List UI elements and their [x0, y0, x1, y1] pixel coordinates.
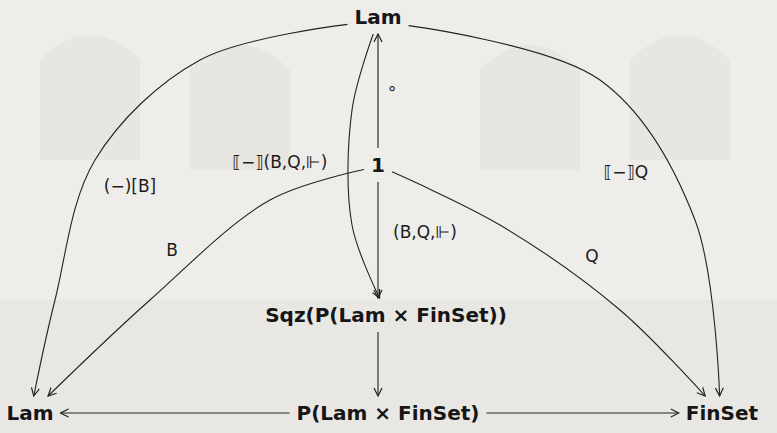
object-label: FinSet [686, 401, 758, 425]
morphism-arrow [48, 170, 364, 396]
morphism-label: B [166, 240, 178, 260]
hall-silhouette [0, 35, 777, 433]
category-object: P(Lam × FinSet) [292, 398, 485, 428]
morphism-arrow [487, 412, 679, 413]
morphism-arrow [409, 26, 720, 396]
object-label: Sqz(P(Lam × FinSet)) [265, 303, 507, 327]
object-label: Lam [6, 401, 53, 425]
morphism-arrow [377, 182, 378, 298]
morphism-label: ∘ [387, 78, 398, 98]
morphism-arrow [61, 412, 290, 413]
morphism-label: (−)[B] [104, 176, 156, 196]
category-object: FinSet [681, 398, 763, 428]
category-object: Lam [349, 2, 406, 32]
arch-window [40, 35, 140, 160]
arch-window [630, 35, 730, 160]
morphism-label: Q [585, 246, 598, 266]
morphism-label: ⟦−⟧Q [604, 162, 648, 182]
arch-window [190, 45, 290, 170]
morphism-label: (B,Q,⊩) [393, 222, 457, 242]
object-label: Lam [354, 5, 401, 29]
morphism-arrow [392, 172, 705, 396]
category-object: Lam [1, 398, 58, 428]
arch-window [480, 45, 580, 170]
morphism-arrow [34, 24, 348, 396]
category-object: 1 [366, 150, 390, 180]
object-label: P(Lam × FinSet) [297, 401, 480, 425]
morphism-label: ⟦−⟧(B,Q,⊩) [232, 152, 327, 172]
morphism-arrow [377, 34, 378, 148]
object-label: 1 [371, 153, 385, 177]
morphism-arrow [377, 332, 378, 396]
floor [0, 300, 777, 433]
category-object: Sqz(P(Lam × FinSet)) [260, 300, 512, 330]
